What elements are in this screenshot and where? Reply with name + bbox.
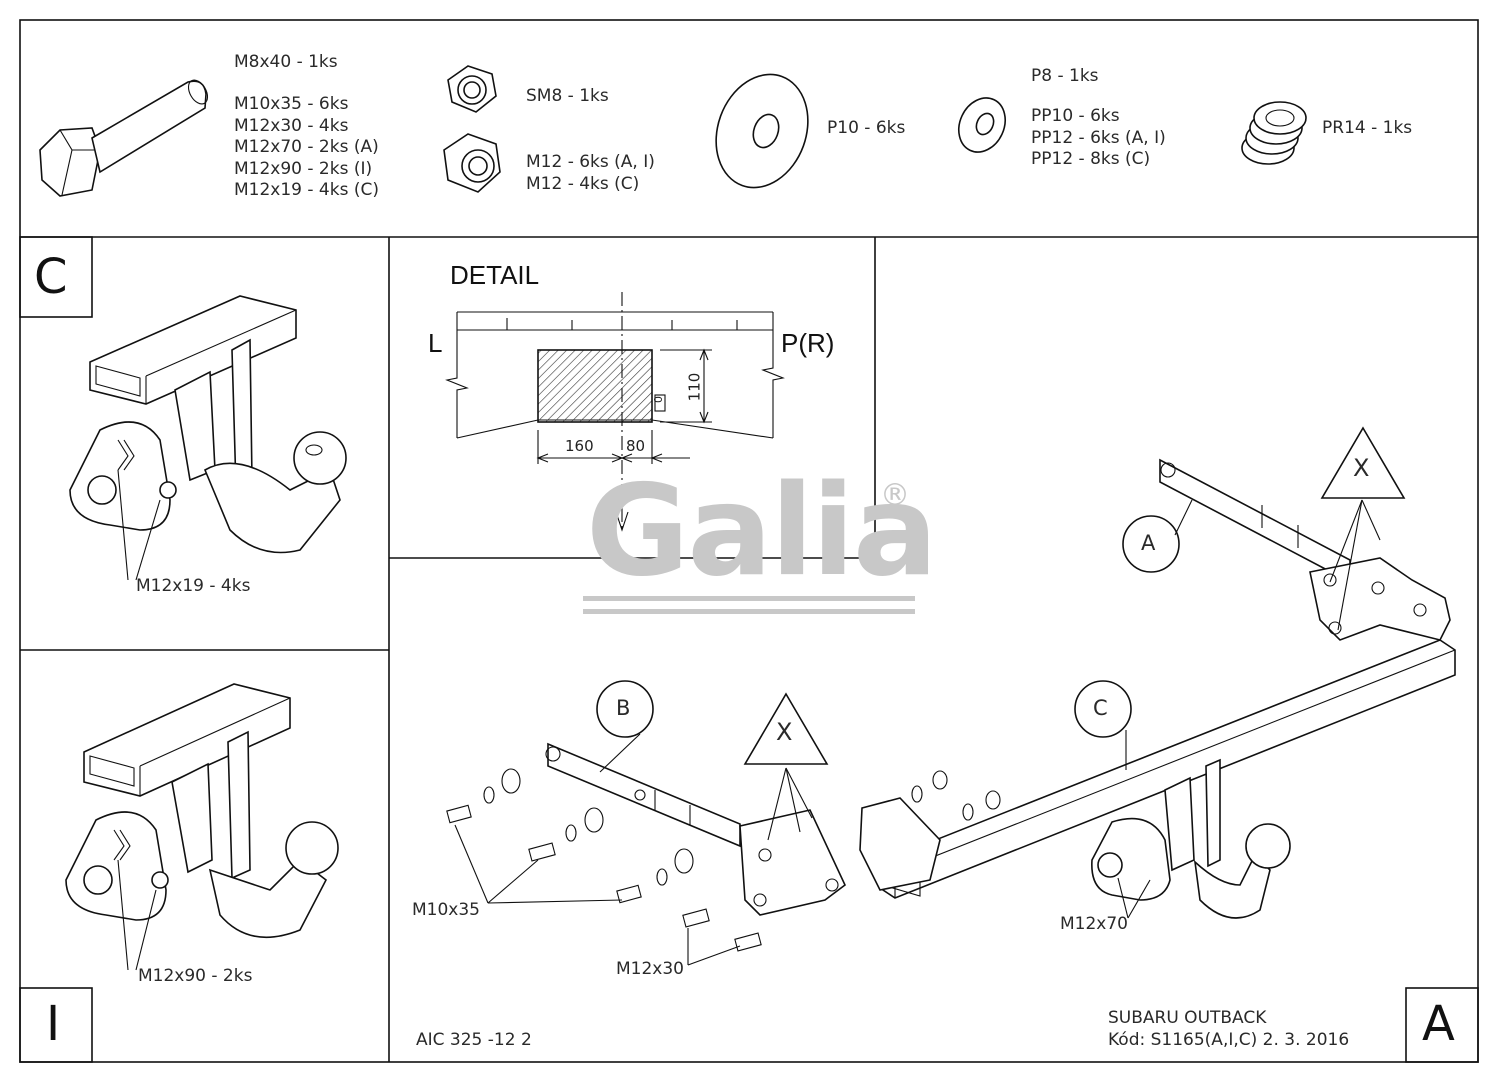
product-code: Kód: S1165(A,I,C) 2. 3. 2016: [1108, 1030, 1350, 1050]
washer-pp10-label: PP10 - 6ks: [1031, 106, 1120, 126]
nut-sm8-label: SM8 - 1ks: [526, 86, 609, 106]
towbar-variant-i-drawing: [65, 683, 339, 971]
callout-b-label: B: [616, 696, 631, 720]
nut-small-icon: [447, 65, 497, 113]
nut-m12-ai-label: M12 - 6ks (A, I): [526, 152, 655, 172]
bolt-m8-label: M8x40 - 1ks: [234, 52, 338, 72]
drawing-number: AIC 325 -12 2: [416, 1030, 532, 1050]
towbar-variant-c-drawing: [69, 295, 347, 581]
galia-logo: Galia: [586, 457, 938, 604]
panel-i-letter: I: [46, 996, 61, 1052]
detail-left-label: L: [428, 328, 443, 358]
detail-dim-110: 110: [685, 372, 704, 402]
bolt-m12x30-callout: M12x30: [616, 959, 684, 979]
bolt-icon: [39, 79, 209, 197]
towbar-assembly-drawing: [446, 458, 1456, 966]
callout-b-circle: [596, 680, 654, 738]
warning-x-label-b: X: [776, 718, 793, 746]
callout-a-label: A: [1141, 531, 1156, 555]
vehicle-name: SUBARU OUTBACK: [1108, 1008, 1267, 1028]
bolt-m12x19-label: M12x19 - 4ks (C): [234, 180, 379, 200]
bolt-m12x30-label: M12x30 - 4ks: [234, 115, 349, 136]
bolt-m10x35-callout: M10x35: [412, 900, 480, 920]
washer-pp12-ai-label: PP12 - 6ks (A, I): [1031, 127, 1166, 148]
bolt-m12x70-label: M12x70 - 2ks (A): [234, 137, 379, 157]
detail-dim-80: 80: [626, 437, 646, 455]
panel-i-bolt-label: M12x90 - 2ks: [138, 966, 253, 986]
spring-washer-icon: [1241, 101, 1307, 165]
registered-mark: ®: [880, 478, 910, 513]
warning-triangle-a: [1320, 426, 1406, 499]
washer-pp12-c-label: PP12 - 8ks (C): [1031, 149, 1151, 169]
nut-m12-c-label: M12 - 4ks (C): [526, 173, 640, 194]
panel-c-letter: C: [34, 249, 68, 305]
detail-right-label: P(R): [781, 328, 835, 358]
detail-title: DETAIL: [450, 260, 540, 290]
spring-pr14-label: PR14 - 1ks: [1322, 118, 1413, 138]
washer-p10-label: P10 - 6ks: [827, 118, 906, 138]
callout-c-circle: [1074, 680, 1132, 738]
detail-section-drawing: [445, 292, 785, 532]
washer-list: PP10 - 6ks PP12 - 6ks (A, I) PP12 - 8ks …: [1031, 106, 1166, 171]
panel-c-bolt-label: M12x19 - 4ks: [136, 576, 251, 596]
washer-small-icon: [958, 97, 1006, 153]
washer-large-icon: [715, 73, 809, 189]
callout-a-circle: [1122, 515, 1180, 573]
nut-m12-list: M12 - 6ks (A, I) M12 - 4ks (C): [526, 152, 655, 195]
warning-x-label-a: X: [1353, 454, 1370, 482]
bolt-m12x90-label: M12x90 - 2ks (I): [234, 158, 373, 179]
detail-dim-0: 0: [652, 396, 665, 403]
callout-c-label: C: [1093, 696, 1108, 720]
detail-dim-160: 160: [565, 437, 594, 455]
washer-p8-label: P8 - 1ks: [1031, 66, 1099, 86]
bolt-m12x70-callout: M12x70: [1060, 914, 1128, 934]
nut-large-icon: [443, 133, 501, 193]
logo-bar-bottom: [583, 609, 915, 614]
panel-a-letter: A: [1422, 996, 1455, 1052]
bolt-m10-label: M10x35 - 6ks: [234, 94, 349, 114]
bolt-list: M10x35 - 6ks M12x30 - 4ks M12x70 - 2ks (…: [234, 94, 379, 202]
logo-bar-top: [583, 596, 915, 601]
warning-triangle-b: [743, 692, 829, 765]
